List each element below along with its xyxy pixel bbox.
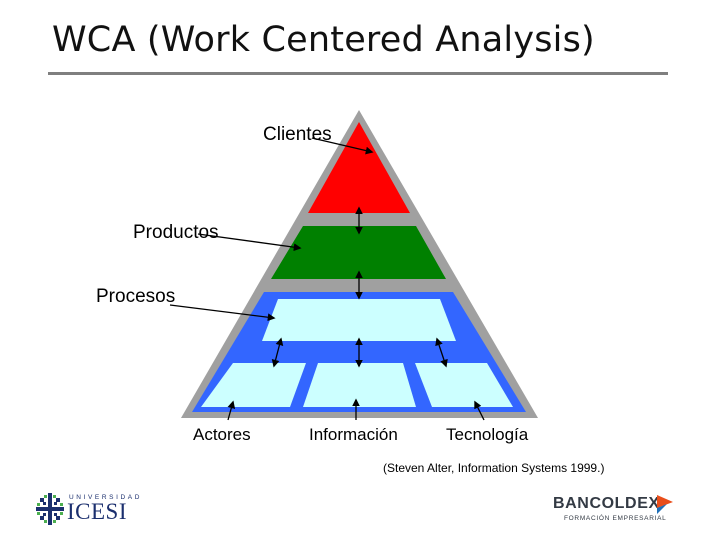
label-procesos: Procesos: [96, 286, 175, 307]
label-informacion: Información: [309, 425, 398, 444]
callout-arrow-productos: [197, 233, 302, 252]
layer-productos: [271, 226, 446, 279]
source-caption: (Steven Alter, Information Systems 1999.…: [383, 461, 605, 475]
bancoldex-logo-name: BANCOLDEX: [553, 495, 660, 512]
process-box-main: [262, 299, 456, 341]
icesi-logo: UNIVERSIDAD ICESI: [36, 492, 139, 528]
connector-arrow-procesos-tecnologia: [435, 337, 448, 368]
process-box-informacion: [303, 363, 416, 407]
title-underline: [48, 72, 668, 75]
bancoldex-logo: BANCOLDEX FORMACIÓN EMPRESARIAL: [551, 492, 681, 528]
process-box-tecnologia: [415, 363, 513, 407]
callout-arrow-actores: [227, 400, 236, 421]
icesi-emblem-icon: [36, 493, 64, 525]
icesi-logo-name: ICESI: [67, 499, 127, 524]
bancoldex-flag-icon: [657, 495, 673, 514]
callout-arrow-procesos: [169, 304, 276, 322]
bancoldex-logo-sub: FORMACIÓN EMPRESARIAL: [564, 515, 667, 522]
layer-clientes: [308, 122, 410, 213]
label-tecnologia: Tecnología: [446, 425, 529, 444]
label-actores: Actores: [193, 425, 251, 444]
label-clientes: Clientes: [263, 124, 332, 145]
process-box-actores: [201, 363, 306, 407]
label-productos: Productos: [133, 222, 219, 243]
connector-arrow-procesos-actores: [271, 337, 284, 368]
icesi-logo-top-text: UNIVERSIDAD: [69, 494, 143, 501]
callout-arrow-tecnologia: [474, 400, 485, 421]
slide-title: WCA (Work Centered Analysis): [52, 20, 595, 60]
callout-arrow-clientes: [311, 137, 374, 155]
